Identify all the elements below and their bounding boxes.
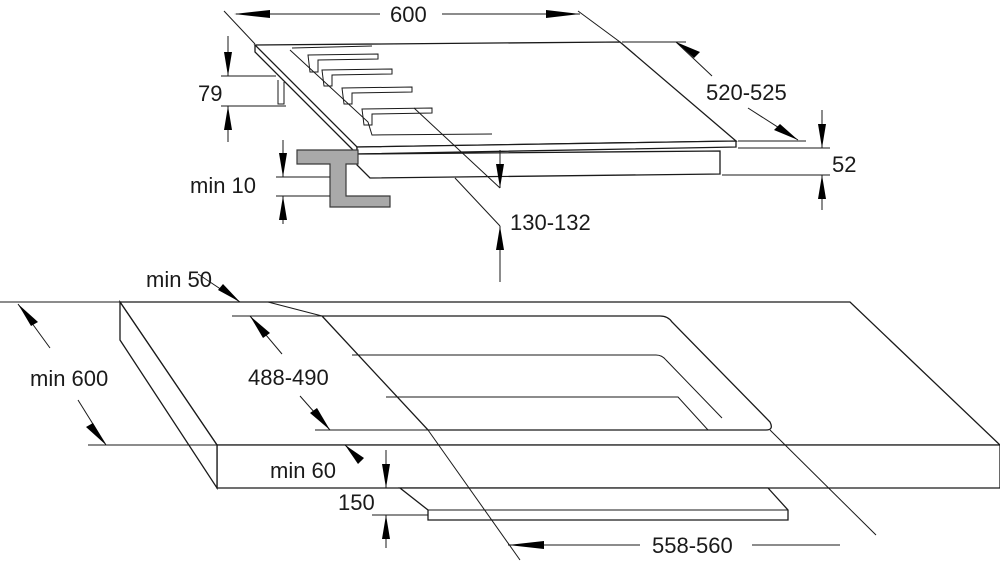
hob-housing (356, 150, 721, 179)
label-130-132: 130-132 (510, 210, 591, 235)
label-600: 600 (390, 2, 427, 27)
dimension-min-600: min 600 (0, 301, 217, 446)
knob-4 (361, 107, 433, 126)
dimension-488-490: 488-490 (232, 315, 428, 431)
label-488-490: 488-490 (248, 365, 329, 390)
dimension-130-132: 130-132 (413, 107, 591, 282)
hob-drawing: 600 520-525 79 (190, 2, 856, 282)
underside-panel (398, 487, 789, 521)
label-558-560: 558-560 (652, 533, 733, 558)
label-52: 52 (832, 152, 856, 177)
dimension-52: 52 (722, 110, 856, 210)
label-min-50: min 50 (146, 267, 212, 292)
label-79: 79 (198, 81, 222, 106)
cutout-inner-floor (386, 396, 709, 431)
dimension-min-60: min 60 (270, 444, 364, 483)
dimension-79: 79 (198, 36, 286, 142)
worktop-drawing: min 50 min 600 488-490 min 60 (0, 267, 1000, 561)
label-min-600: min 600 (30, 366, 108, 391)
label-min-60: min 60 (270, 458, 336, 483)
worktop-cutout (320, 315, 772, 431)
hob-side-foot (268, 75, 285, 105)
dimension-150: 150 (338, 450, 428, 548)
dimension-600: 600 (223, 2, 621, 45)
knob-3 (341, 86, 413, 105)
label-520-525: 520-525 (706, 80, 787, 105)
knob-1 (307, 53, 379, 73)
label-min-10: min 10 (190, 173, 256, 198)
dimension-min-10: min 10 (190, 140, 330, 224)
hob-top-plate (253, 41, 738, 148)
control-knobs (307, 53, 433, 126)
knob-2 (321, 68, 393, 87)
cutout-inner-back (352, 354, 723, 419)
fixing-bracket (296, 149, 391, 208)
label-150: 150 (338, 490, 375, 515)
dimension-min-50: min 50 (146, 267, 323, 317)
dimension-558-560: 558-560 (427, 429, 877, 561)
dimension-520-525: 520-525 (622, 41, 806, 142)
worktop-side-face (119, 299, 218, 491)
